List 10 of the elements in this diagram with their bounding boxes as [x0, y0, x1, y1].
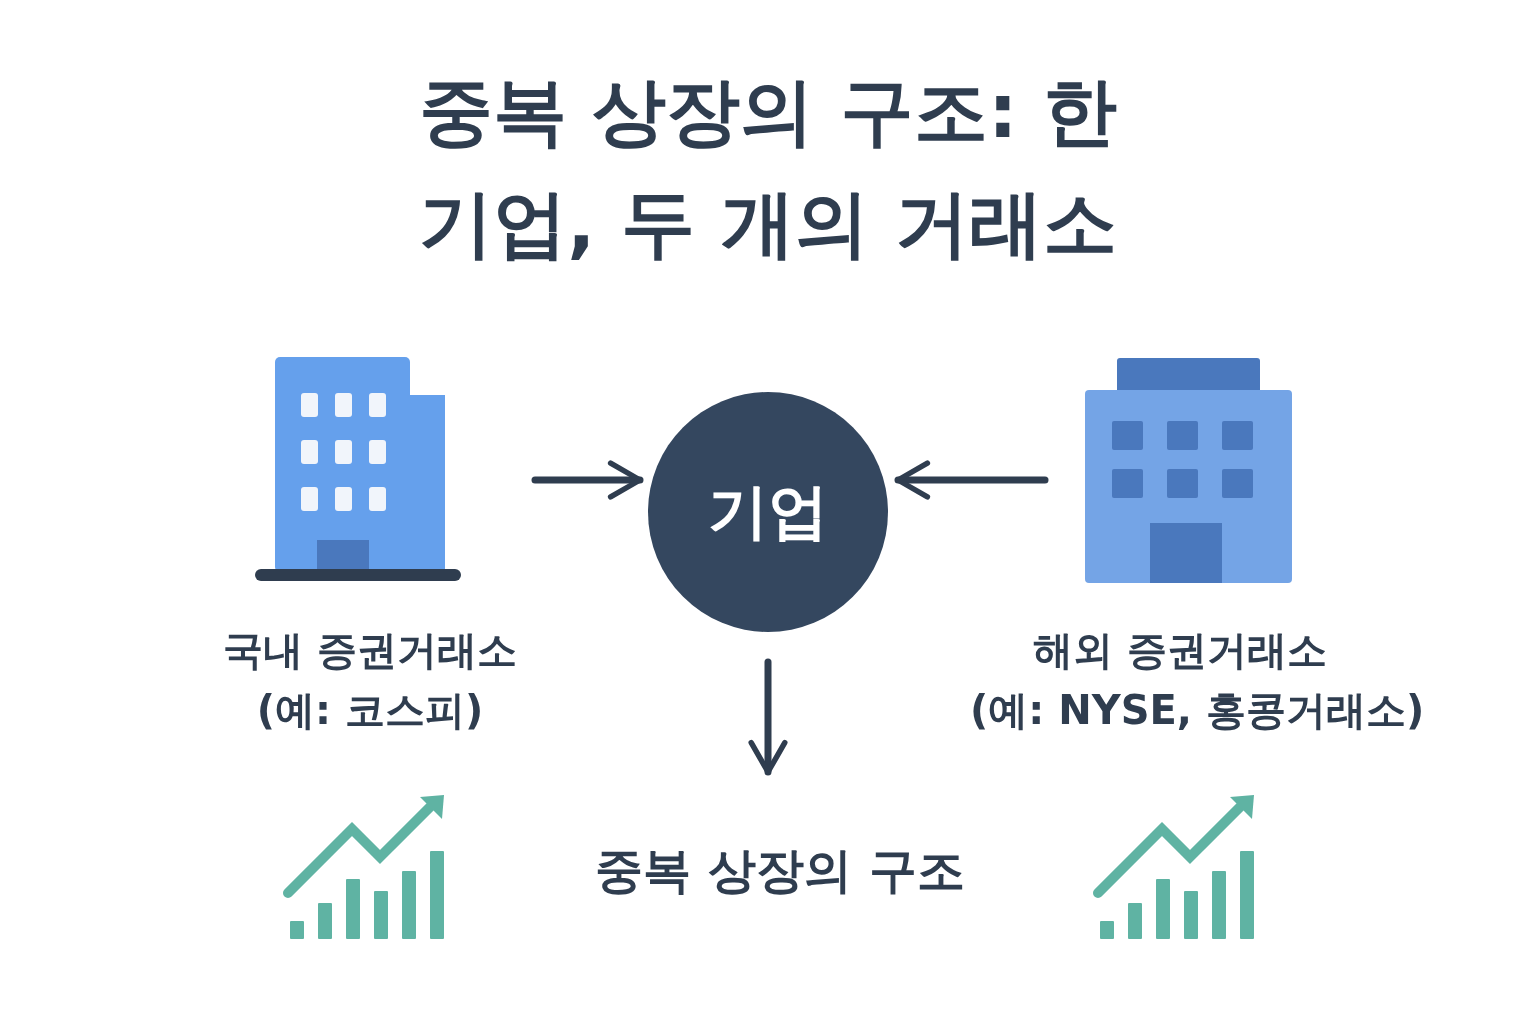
arrow — [748, 658, 788, 776]
exchange-label: (예: 코스피) — [256, 686, 484, 735]
exchange-label: 국내 증권거래소 — [223, 626, 517, 675]
company-circle: 기업 — [648, 392, 888, 632]
exchange-label: (예: NYSE, 홍콩거래소) — [970, 686, 1425, 735]
result-label: 중복 상장의 구조 — [595, 841, 965, 900]
arrow — [531, 460, 644, 500]
arrow — [894, 460, 1049, 500]
title: 중복 상장의 구조: 한 기업, 두 개의 거래소 — [417, 67, 1119, 268]
exchange-label: 해외 증권거래소 — [1033, 626, 1327, 675]
